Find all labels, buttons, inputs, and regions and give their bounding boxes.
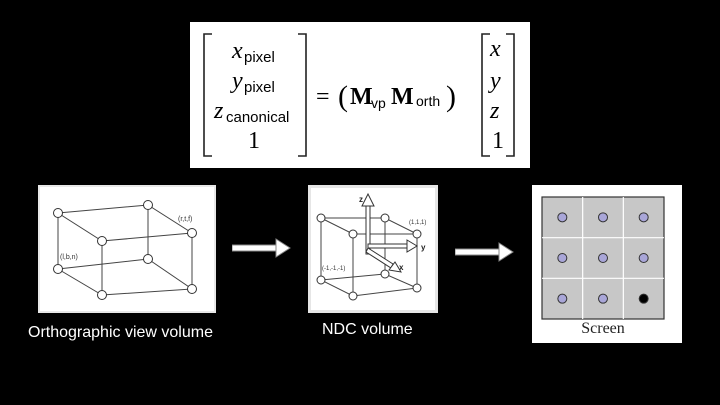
ortho-bottom-face: [56, 258, 194, 296]
ortho-label-lbn: (l,b,n): [60, 254, 78, 261]
ortho-vertex: [187, 284, 197, 294]
left-vector-open-bracket: [203, 33, 212, 157]
ndc-vertex: [348, 229, 358, 239]
equation-panel: x pixel y pixel z canonical 1 = ( M vp M…: [190, 22, 530, 168]
ndc-axis-y-line: [367, 243, 411, 249]
caption-ortho-volume: Orthographic view volume: [28, 324, 213, 341]
ndc-label-max: (1,1,1): [409, 220, 426, 226]
ndc-volume-figure: z y x (1,1,1) (-1,-1,-1): [311, 188, 435, 310]
ndc-vertex: [316, 213, 326, 223]
left-vector-close-bracket: [298, 33, 307, 157]
ortho-top-face: [56, 204, 194, 242]
ndc-vertex: [380, 213, 390, 223]
equation-svg: x pixel y pixel z canonical 1 = ( M vp M…: [203, 33, 515, 157]
ortho-volume-figure: (r,t,f) (l,b,n): [40, 187, 214, 311]
arrow-head: [498, 242, 514, 262]
ndc-axis-y-head: [406, 239, 418, 253]
arrow-ortho-to-ndc: [232, 238, 291, 258]
eq-matrix-1: M: [350, 84, 373, 110]
ortho-vertex: [143, 254, 153, 264]
arrow-shaft: [232, 244, 277, 252]
eq-rhs-one: 1: [492, 128, 504, 154]
ndc-bottom-face: [319, 273, 419, 297]
ortho-vertex: [187, 228, 197, 238]
ndc-axis-z-head: [361, 192, 375, 207]
eq-rhs-z: z: [489, 98, 500, 124]
arrow-ndc-to-screen: [455, 242, 514, 262]
ortho-vertex: [97, 290, 107, 300]
eq-row-2-sub: pixel: [244, 79, 275, 96]
eq-row-4-var: 1: [248, 128, 260, 154]
caption-ndc-volume: NDC volume: [322, 321, 413, 338]
screen-pixel: [638, 253, 649, 263]
screen-pixel: [557, 293, 568, 304]
screen-pixel: [638, 212, 649, 223]
ndc-volume-panel: z y x (1,1,1) (-1,-1,-1): [308, 185, 438, 313]
ortho-vertex: [53, 264, 63, 274]
eq-row-3-var: z: [213, 98, 224, 124]
ndc-axis-x-line: [365, 247, 394, 269]
ortho-vertex: [143, 200, 153, 210]
eq-rhs-x: x: [489, 36, 501, 62]
screen-pixel: [598, 293, 608, 304]
ortho-label-rtf: (r,t,f): [178, 216, 192, 223]
eq-equals: =: [316, 84, 330, 110]
eq-close-paren: ): [446, 80, 456, 113]
ndc-axis-x-head: [388, 261, 402, 273]
eq-matrix-2: M: [391, 84, 414, 110]
ndc-vertex: [316, 275, 326, 285]
screen-panel: Screen: [532, 185, 682, 343]
ndc-axis-y-label: y: [421, 243, 426, 252]
screen-pixel: [557, 212, 568, 223]
screen-pixel: [557, 253, 568, 263]
ortho-box-svg: (r,t,f) (l,b,n): [53, 200, 197, 300]
eq-open-paren: (: [338, 80, 348, 113]
ndc-axis-z-label: z: [359, 195, 363, 204]
ortho-volume-panel: (r,t,f) (l,b,n): [38, 185, 216, 313]
eq-row-2-var: y: [230, 68, 243, 94]
eq-row-1-sub: pixel: [244, 49, 275, 66]
ortho-vertex: [97, 236, 107, 246]
ndc-box-svg: z y x (1,1,1) (-1,-1,-1): [316, 192, 426, 301]
screen-label: Screen: [581, 320, 625, 337]
ndc-vertex: [380, 269, 390, 279]
ndc-axis-x-label: x: [399, 263, 404, 272]
eq-row-3-sub: canonical: [226, 109, 289, 126]
ndc-vertex: [348, 291, 358, 301]
ndc-vertex: [412, 283, 422, 293]
eq-rhs-y: y: [488, 68, 501, 94]
ortho-vertex: [53, 208, 63, 218]
ndc-label-min: (-1,-1,-1): [322, 266, 345, 272]
screen-pixel-highlighted: [638, 293, 649, 304]
screen-grid-svg: Screen: [541, 196, 665, 337]
eq-matrix-2-sub: orth: [416, 93, 440, 109]
ndc-vertex: [412, 229, 422, 239]
arrow-shaft: [455, 248, 500, 256]
eq-row-1-var: x: [231, 38, 243, 64]
right-vector-close-bracket: [506, 33, 515, 157]
eq-matrix-1-sub: vp: [371, 95, 386, 111]
arrow-head: [275, 238, 291, 258]
screen-pixel: [598, 212, 608, 223]
screen-pixel: [598, 253, 608, 263]
right-vector-open-bracket: [481, 33, 490, 157]
